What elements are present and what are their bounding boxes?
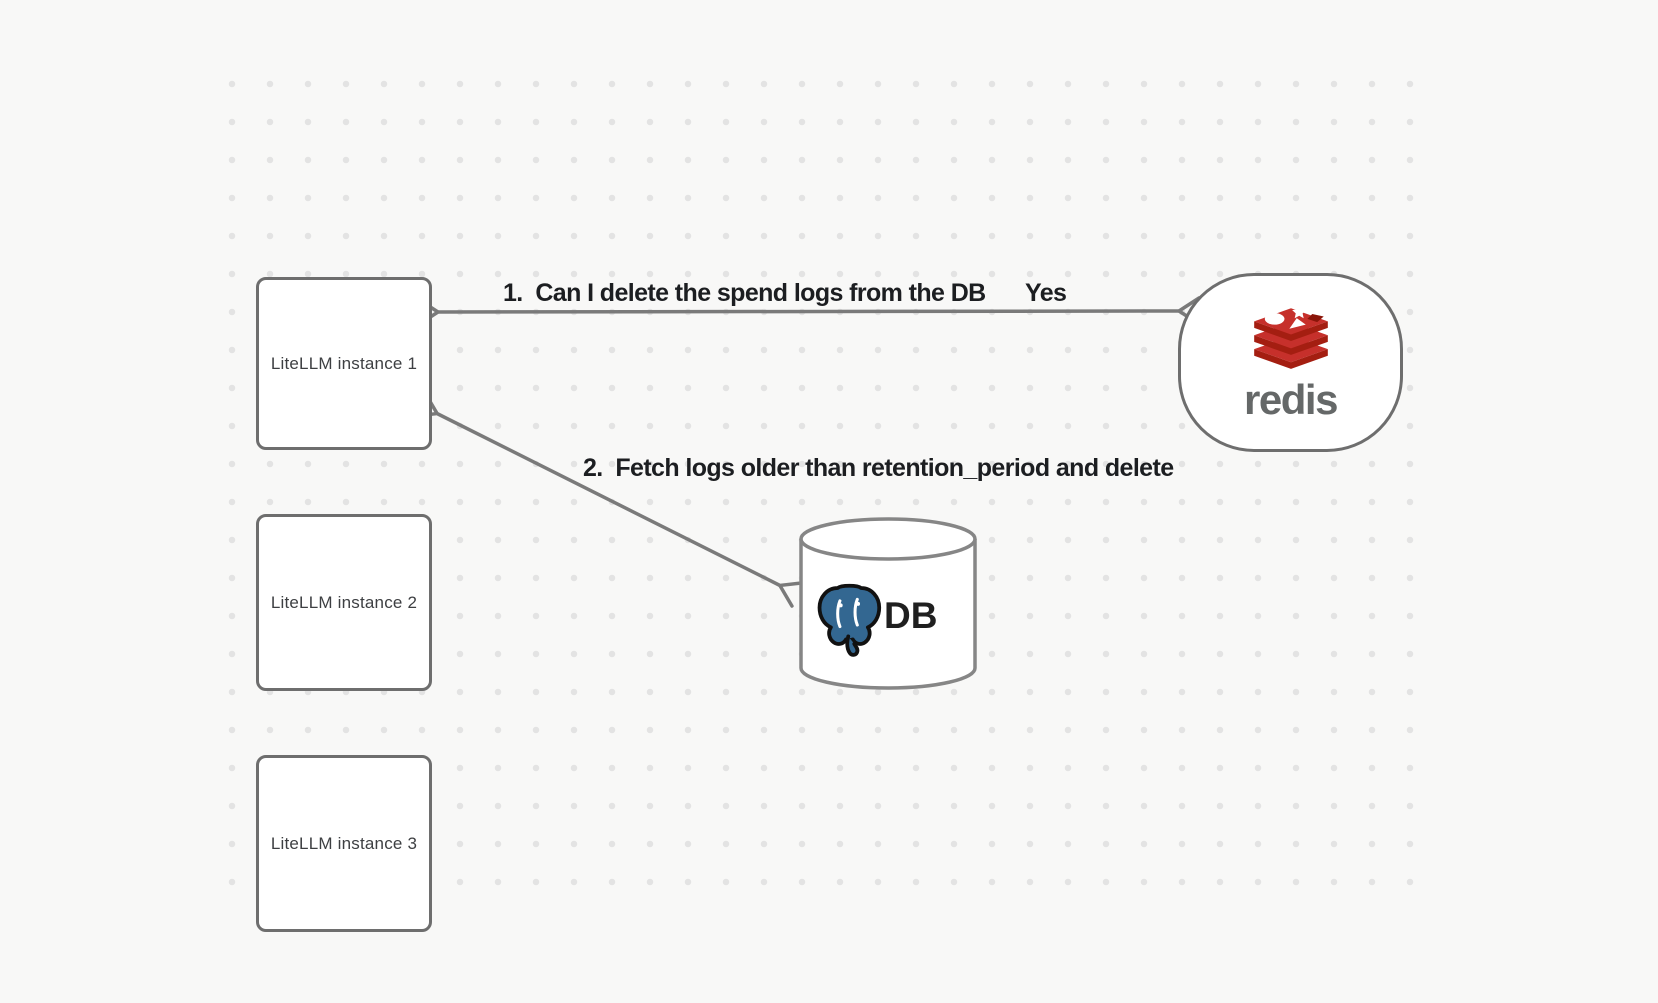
arrow1-response-label: Yes — [1025, 279, 1067, 307]
node-litellm-instance-1[interactable]: LiteLLM instance 1 — [256, 277, 432, 450]
arrow-litellm-db[interactable] — [411, 391, 806, 608]
arrow1-label: 1. Can I delete the spend logs from the … — [503, 279, 986, 307]
arrow-litellm-redis[interactable] — [416, 296, 1201, 327]
database-cylinder — [799, 517, 977, 690]
node-database[interactable]: DB — [798, 517, 978, 690]
redis-wordmark: redis — [1244, 375, 1338, 423]
redis-icon — [1253, 304, 1328, 369]
arrow2-label: 2. Fetch logs older than retention_perio… — [583, 454, 1174, 482]
node-litellm-instance-3[interactable]: LiteLLM instance 3 — [256, 755, 432, 932]
node-litellm-instance-2[interactable]: LiteLLM instance 2 — [256, 514, 432, 691]
database-label: DB — [884, 595, 938, 636]
node-label: LiteLLM instance 2 — [270, 592, 418, 612]
node-label: LiteLLM instance 3 — [270, 833, 418, 853]
postgresql-icon — [817, 583, 882, 657]
node-redis[interactable]: redis — [1178, 273, 1403, 452]
node-label: LiteLLM instance 1 — [270, 353, 418, 373]
